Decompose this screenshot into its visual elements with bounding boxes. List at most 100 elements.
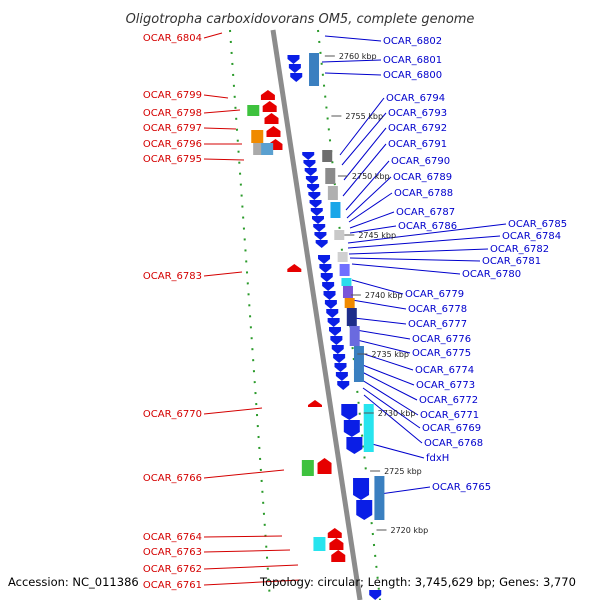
scale-label: 2755 kbp bbox=[345, 112, 383, 121]
right-gene-label: OCAR_6791 bbox=[388, 139, 447, 150]
right-gene-label: OCAR_6802 bbox=[383, 36, 442, 47]
right-gene-label: OCAR_6790 bbox=[391, 156, 450, 167]
reverse-gene-arrow bbox=[287, 264, 302, 272]
forward-gene-arrow bbox=[304, 168, 317, 176]
label-connector bbox=[347, 223, 507, 244]
forward-gene-arrow bbox=[315, 240, 328, 248]
label-connector bbox=[203, 564, 299, 570]
gene-color-block bbox=[330, 202, 341, 218]
right-gene-label: OCAR_6789 bbox=[393, 172, 452, 183]
label-connector bbox=[203, 32, 223, 39]
gene-color-block bbox=[374, 476, 385, 520]
forward-gene-arrow bbox=[305, 176, 318, 184]
gene-color-block bbox=[363, 404, 374, 452]
left-gene-label: OCAR_6763 bbox=[143, 547, 202, 558]
scale-label: 2725 kbp bbox=[384, 467, 422, 476]
label-connector bbox=[203, 407, 263, 415]
label-connectors bbox=[203, 32, 507, 586]
reverse-gene-arrow bbox=[331, 550, 346, 562]
reverse-gene-arrow bbox=[307, 400, 322, 407]
gene-color-block bbox=[342, 286, 353, 298]
left-gene-label: OCAR_6770 bbox=[143, 409, 202, 420]
label-connector bbox=[351, 263, 461, 275]
forward-gene-arrow bbox=[309, 200, 322, 208]
forward-gene-arrow bbox=[323, 291, 336, 300]
right-gene-label: OCAR_6777 bbox=[408, 319, 467, 330]
label-connector bbox=[363, 394, 423, 444]
right-gene-label: OCAR_6786 bbox=[398, 221, 457, 232]
left-gene-label: OCAR_6766 bbox=[143, 473, 202, 484]
right-gene-label: OCAR_6771 bbox=[420, 410, 479, 421]
forward-gene-arrow bbox=[334, 363, 347, 372]
label-connector bbox=[351, 299, 407, 310]
label-connector bbox=[339, 97, 385, 156]
label-connector bbox=[361, 379, 419, 416]
label-connector bbox=[349, 211, 395, 229]
scale-label: 2740 kbp bbox=[365, 291, 403, 300]
forward-gene-arrow bbox=[341, 404, 358, 420]
left-gene-label: OCAR_6796 bbox=[143, 139, 202, 150]
gene-color-block bbox=[325, 168, 336, 184]
label-connector bbox=[347, 235, 501, 249]
forward-gene-arrow bbox=[303, 160, 316, 168]
forward-gene-arrow bbox=[335, 372, 348, 381]
right-gene-label: OCAR_6785 bbox=[508, 219, 567, 230]
left-gene-label: OCAR_6799 bbox=[143, 90, 202, 101]
forward-gene-arrow bbox=[318, 255, 331, 264]
label-connector bbox=[203, 271, 243, 277]
forward-gene-arrow bbox=[329, 327, 342, 336]
label-connector bbox=[359, 363, 415, 386]
gene-color-block bbox=[313, 537, 326, 551]
label-connector bbox=[203, 109, 241, 114]
label-connector bbox=[351, 279, 404, 295]
forward-gene-arrow bbox=[333, 354, 346, 363]
label-connector bbox=[342, 143, 387, 197]
genome-summary-text: Topology: circular; Length: 3,745,629 bp… bbox=[259, 575, 576, 589]
label-connector bbox=[379, 486, 431, 495]
left-gene-label: OCAR_6797 bbox=[143, 123, 202, 134]
forward-gene-arrow bbox=[337, 381, 350, 390]
forward-gene-arrow bbox=[288, 64, 301, 73]
forward-gene-arrow bbox=[356, 500, 373, 520]
right-gene-label: OCAR_6780 bbox=[462, 269, 521, 280]
genome-backbone bbox=[270, 29, 363, 600]
forward-gene-arrow bbox=[320, 273, 333, 282]
accession-text: Accession: NC_011386 bbox=[8, 575, 139, 589]
label-connector bbox=[349, 225, 397, 234]
left-gene-label: OCAR_6795 bbox=[143, 154, 202, 165]
label-connector bbox=[203, 579, 301, 586]
forward-gene-arrow bbox=[327, 318, 340, 327]
label-connector bbox=[346, 176, 392, 219]
forward-gene-arrow bbox=[313, 224, 326, 232]
left-gene-label: OCAR_6761 bbox=[143, 580, 202, 591]
label-connector bbox=[355, 329, 411, 340]
gene-color-block bbox=[337, 252, 348, 262]
forward-gene-arrow bbox=[324, 300, 337, 309]
right-gene-label: OCAR_6782 bbox=[490, 244, 549, 255]
forward-gene-arrow bbox=[290, 73, 303, 82]
right-gene-label: OCAR_6794 bbox=[386, 93, 445, 104]
reverse-gene-arrow bbox=[329, 538, 344, 550]
label-connector bbox=[343, 127, 387, 181]
forward-gene-arrow bbox=[331, 345, 344, 354]
label-connector bbox=[371, 443, 425, 459]
right-gene-label: OCAR_6787 bbox=[396, 207, 455, 218]
reverse-gene-arrow bbox=[266, 126, 281, 137]
map-title: Oligotropha carboxidovorans OM5, complet… bbox=[126, 12, 475, 27]
scale-label: 2760 kbp bbox=[339, 52, 377, 61]
label-connector bbox=[341, 112, 387, 166]
label-connector bbox=[203, 158, 245, 161]
right-gene-label: OCAR_6792 bbox=[388, 123, 447, 134]
gene-color-block bbox=[327, 186, 338, 200]
right-gene-label: OCAR_6801 bbox=[383, 55, 442, 66]
right-gene-labels: OCAR_6802OCAR_6801OCAR_6800OCAR_6794OCAR… bbox=[383, 36, 567, 493]
gene-color-block bbox=[334, 230, 345, 240]
left-gene-label: OCAR_6804 bbox=[143, 33, 202, 44]
label-connector bbox=[353, 317, 407, 325]
label-connector bbox=[321, 59, 382, 63]
gene-features bbox=[247, 53, 385, 600]
gene-color-block bbox=[341, 278, 352, 286]
label-connector bbox=[362, 387, 421, 429]
right-gene-label: OCAR_6773 bbox=[416, 380, 475, 391]
